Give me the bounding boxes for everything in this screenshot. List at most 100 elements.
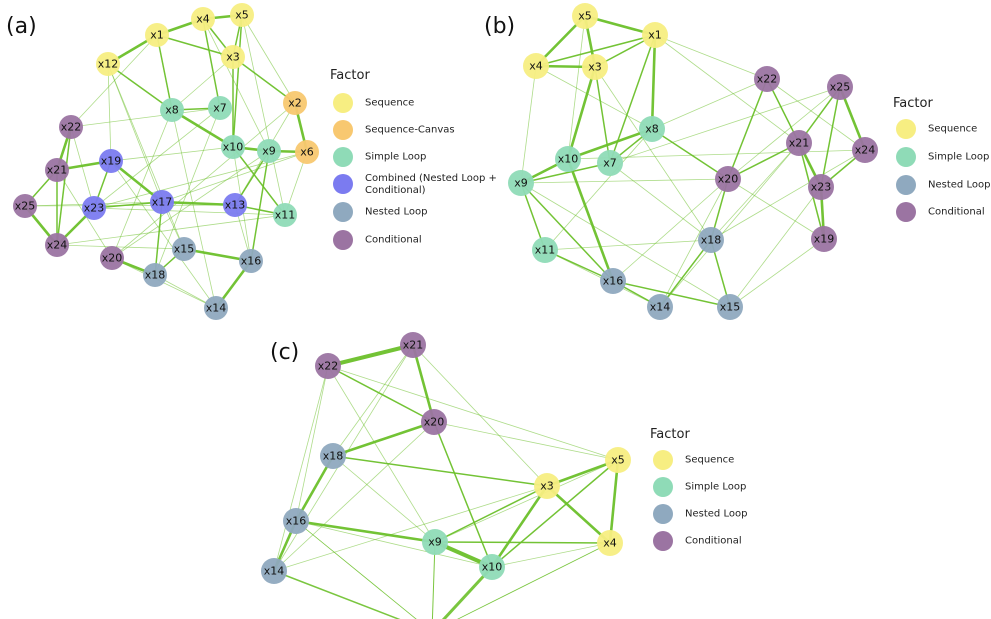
edge-c-x9-offscreen — [431, 541, 436, 619]
edge-c-x5-x4 — [608, 459, 620, 544]
node-circle — [230, 3, 254, 27]
edge-c-x22-x20 — [327, 365, 435, 423]
node-b-x23[interactable]: x23 — [808, 174, 834, 200]
node-c-x22[interactable]: x22 — [315, 353, 341, 379]
node-b-x19[interactable]: x19 — [811, 226, 837, 252]
node-c-x9[interactable]: x9 — [422, 529, 448, 555]
node-c-x14[interactable]: x14 — [261, 558, 287, 584]
panel-labels: (a) (b) (c) — [6, 14, 515, 365]
edge-a-x22-x24 — [56, 126, 72, 246]
node-a-x20[interactable]: x20 — [100, 246, 124, 270]
node-a-x23[interactable]: x23 — [82, 196, 106, 220]
node-b-x20[interactable]: x20 — [715, 166, 741, 192]
node-circle — [82, 196, 106, 220]
edge-a-x7-x23 — [93, 107, 221, 209]
node-a-x3[interactable]: x3 — [221, 45, 245, 69]
edge-c-x9-x3 — [434, 485, 548, 543]
node-c-x21[interactable]: x21 — [400, 332, 426, 358]
edge-b-x20-x19 — [727, 178, 825, 240]
node-a-x4[interactable]: x4 — [191, 7, 215, 31]
node-a-x7[interactable]: x7 — [208, 96, 232, 120]
legend-b-swatch — [896, 119, 916, 139]
node-label: x10 — [482, 561, 503, 574]
edge-c-x9-x4 — [434, 541, 611, 544]
node-a-x8[interactable]: x8 — [160, 98, 184, 122]
node-a-x11[interactable]: x11 — [273, 203, 297, 227]
node-a-x15[interactable]: x15 — [172, 237, 196, 261]
node-c-x20[interactable]: x20 — [421, 409, 447, 435]
edge-b-x22-x24 — [766, 78, 866, 151]
node-b-x8[interactable]: x8 — [639, 116, 665, 142]
node-b-x7[interactable]: x7 — [597, 150, 623, 176]
node-label: x9 — [262, 145, 276, 158]
node-a-x21[interactable]: x21 — [45, 158, 69, 182]
legend-a-item: Sequence — [365, 98, 414, 109]
node-a-x14[interactable]: x14 — [204, 296, 228, 320]
node-label: x21 — [789, 137, 810, 150]
node-a-x19[interactable]: x19 — [99, 149, 123, 173]
node-c-x10[interactable]: x10 — [479, 554, 505, 580]
node-label: x22 — [318, 360, 339, 373]
node-label: x1 — [150, 29, 164, 42]
node-b-x1[interactable]: x1 — [642, 22, 668, 48]
node-c-x5[interactable]: x5 — [605, 447, 631, 473]
edge-c-x5-x10 — [491, 459, 619, 568]
edge-a-x24-x15 — [56, 244, 185, 250]
node-circle — [642, 22, 668, 48]
edge-b-x11-x18 — [544, 239, 712, 251]
node-label: x4 — [529, 60, 543, 73]
node-c-x3[interactable]: x3 — [534, 473, 560, 499]
edge-c-x3-x4 — [546, 485, 611, 544]
edge-c-x10-offscreen — [441, 565, 494, 619]
node-label: x24 — [47, 239, 68, 252]
node-b-x3[interactable]: x3 — [582, 54, 608, 80]
node-a-x10[interactable]: x10 — [221, 135, 245, 159]
edge-a-x9-x16 — [250, 150, 270, 262]
node-a-x25[interactable]: x25 — [13, 194, 37, 218]
node-label: x15 — [720, 301, 741, 314]
node-circle — [605, 447, 631, 473]
node-a-x1[interactable]: x1 — [145, 23, 169, 47]
node-a-x22[interactable]: x22 — [59, 115, 83, 139]
node-a-x16[interactable]: x16 — [239, 249, 263, 273]
edge-c-x9-x5 — [434, 459, 619, 543]
node-a-x17[interactable]: x17 — [150, 190, 174, 214]
node-b-x5[interactable]: x5 — [572, 3, 598, 29]
legend-a-swatch — [333, 147, 353, 167]
node-c-x4[interactable]: x4 — [597, 530, 623, 556]
node-label: x16 — [286, 515, 307, 528]
node-circle — [479, 554, 505, 580]
node-c-x18[interactable]: x18 — [320, 443, 346, 469]
node-b-x16[interactable]: x16 — [600, 268, 626, 294]
node-c-x16[interactable]: x16 — [283, 508, 309, 534]
node-label: x16 — [241, 255, 262, 268]
node-a-x9[interactable]: x9 — [257, 139, 281, 163]
node-label: x3 — [540, 480, 554, 493]
node-a-x6[interactable]: x6 — [295, 140, 319, 164]
node-b-x15[interactable]: x15 — [717, 294, 743, 320]
node-b-x4[interactable]: x4 — [523, 53, 549, 79]
panel-a-label: (a) — [6, 14, 37, 39]
node-b-x10[interactable]: x10 — [555, 146, 581, 172]
node-a-x2[interactable]: x2 — [283, 91, 307, 115]
node-a-x13[interactable]: x13 — [223, 193, 247, 217]
node-b-x22[interactable]: x22 — [754, 66, 780, 92]
edge-a-x1-x22 — [70, 34, 158, 128]
node-a-x12[interactable]: x12 — [96, 52, 120, 76]
node-label: x11 — [535, 244, 556, 257]
node-b-x9[interactable]: x9 — [508, 170, 534, 196]
node-b-x14[interactable]: x14 — [647, 294, 673, 320]
node-b-x18[interactable]: x18 — [698, 227, 724, 253]
node-b-x24[interactable]: x24 — [852, 137, 878, 163]
node-a-x24[interactable]: x24 — [45, 233, 69, 257]
node-b-x11[interactable]: x11 — [532, 237, 558, 263]
node-b-x25[interactable]: x25 — [827, 74, 853, 100]
node-label: x5 — [578, 10, 592, 23]
node-a-x5[interactable]: x5 — [230, 3, 254, 27]
node-a-x18[interactable]: x18 — [143, 263, 167, 287]
legend-c-swatch — [653, 477, 673, 497]
node-label: x3 — [226, 51, 240, 64]
node-circle — [582, 54, 608, 80]
node-label: x15 — [174, 243, 195, 256]
node-b-x21[interactable]: x21 — [786, 130, 812, 156]
